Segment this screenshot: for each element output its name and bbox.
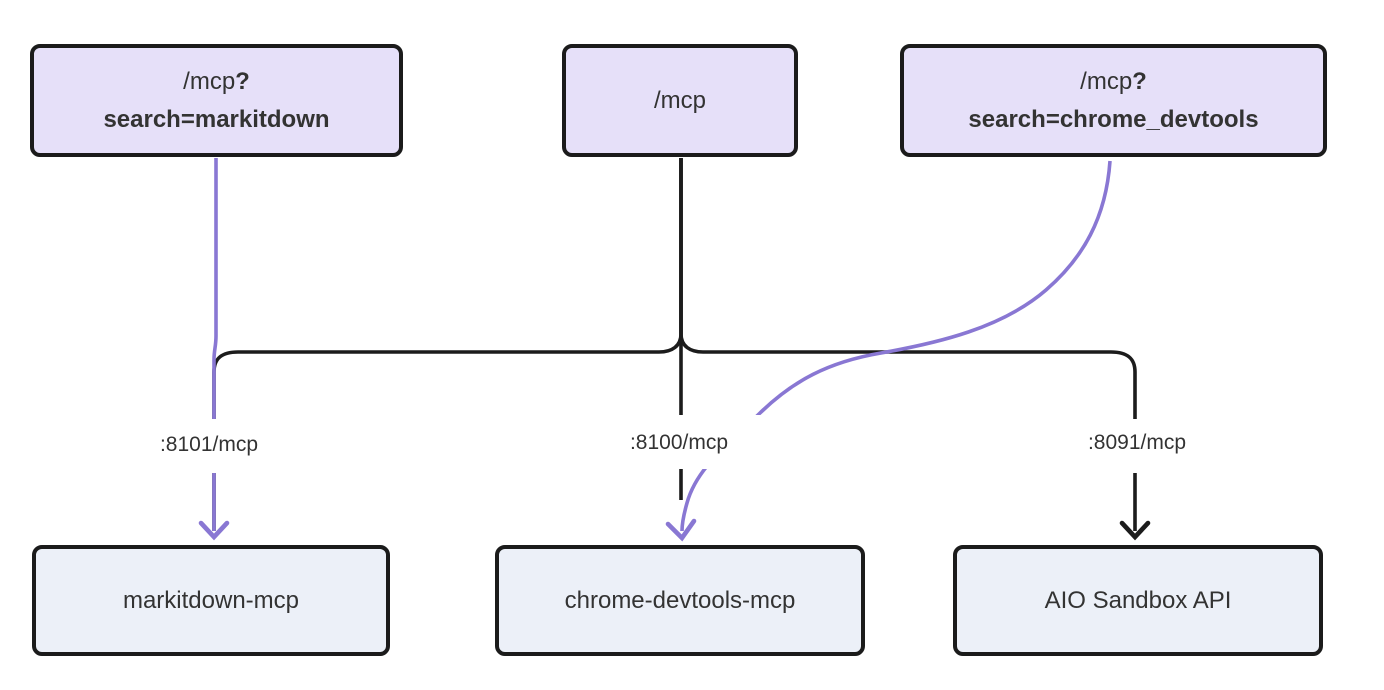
route-path-line: /mcp? xyxy=(1080,63,1147,101)
edge-label-backgrounds xyxy=(137,415,1210,473)
node-aio-sandbox-api: AIO Sandbox API xyxy=(953,545,1323,656)
edge-search-markitdown xyxy=(212,158,218,531)
service-node-label: chrome-devtools-mcp xyxy=(564,586,796,614)
service-node-label: AIO Sandbox API xyxy=(1044,586,1232,614)
arrowhead-markitdown xyxy=(198,520,230,541)
edge-label-port-8101: :8101/mcp xyxy=(159,433,259,456)
black-edges xyxy=(212,158,1151,541)
node-route-search-markitdown: /mcp? search=markitdown xyxy=(30,44,403,157)
route-query-param: search=chrome_devtools xyxy=(968,105,1259,133)
node-route-search-chrome-devtools: /mcp? search=chrome_devtools xyxy=(900,44,1327,157)
route-query-mark: ? xyxy=(235,67,250,95)
arrowhead-aio-sandbox xyxy=(1119,520,1151,541)
label-bg-8101 xyxy=(137,419,283,473)
route-path: /mcp xyxy=(1080,67,1133,95)
route-path: /mcp xyxy=(653,86,706,114)
route-query-mark: ? xyxy=(1132,67,1147,95)
node-markitdown-mcp: markitdown-mcp xyxy=(32,545,390,656)
node-route-mcp: /mcp xyxy=(562,44,798,157)
arrowhead-chrome-devtools xyxy=(665,518,697,542)
label-bg-8100 xyxy=(601,415,769,469)
edge-mcp-to-markitdown xyxy=(212,158,683,531)
route-query-param: search=markitdown xyxy=(103,105,330,133)
label-bg-8091 xyxy=(1064,419,1210,473)
route-path-line: /mcp? xyxy=(183,63,250,101)
edge-search-chrome-devtools xyxy=(680,160,1112,532)
purple-edges xyxy=(198,158,1112,542)
service-node-label: markitdown-mcp xyxy=(122,586,300,614)
edge-label-port-8091: :8091/mcp xyxy=(1087,431,1187,454)
route-path: /mcp xyxy=(183,67,236,95)
edge-mcp-to-aio-sandbox xyxy=(679,158,1137,531)
node-chrome-devtools-mcp: chrome-devtools-mcp xyxy=(495,545,865,656)
edge-label-port-8100: :8100/mcp xyxy=(629,431,729,454)
route-path-line: /mcp xyxy=(654,82,706,120)
